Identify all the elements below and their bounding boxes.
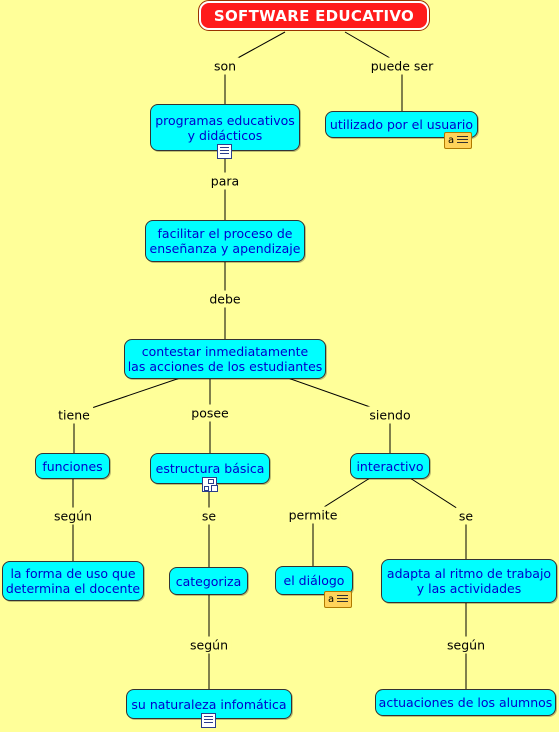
concept-forma-de-uso[interactable]: la forma de uso que determina el docente (2, 561, 144, 601)
root-concept-title[interactable]: SOFTWARE EDUCATIVO (198, 0, 430, 31)
link-para: para (207, 172, 243, 190)
concept-adapta-ritmo[interactable]: adapta al ritmo de trabajo y las activid… (381, 559, 557, 603)
link-segun-funciones: según (51, 507, 95, 525)
concept-facilitar-proceso[interactable]: facilitar el proceso de enseñanza y apen… (145, 220, 305, 262)
concept-funciones[interactable]: funciones (35, 453, 110, 479)
link-permite: permite (285, 506, 341, 524)
note-icon-glyph: a (448, 135, 455, 146)
link-se-interactivo: se (455, 507, 477, 525)
link-son: son (210, 57, 240, 75)
link-segun-adapta: según (444, 636, 488, 654)
link-siendo: siendo (366, 406, 414, 424)
note-icon[interactable]: a (444, 132, 472, 149)
note-icon[interactable]: a (324, 591, 352, 608)
concept-actuaciones-alumnos[interactable]: actuaciones de los alumnos (375, 689, 556, 716)
link-debe: debe (206, 290, 244, 308)
concept-el-dialogo[interactable]: el diálogo (275, 566, 353, 595)
link-posee: posee (188, 404, 232, 422)
link-se-estructura: se (198, 507, 220, 525)
link-puede-ser: puede ser (367, 57, 437, 75)
document-icon[interactable] (217, 144, 232, 159)
concept-map-icon[interactable] (202, 477, 217, 492)
note-icon-glyph: a (328, 594, 335, 605)
concept-utilizado-por-usuario[interactable]: utilizado por el usuario (325, 111, 478, 138)
link-segun-categoriza: según (187, 636, 231, 654)
link-tiene: tiene (55, 406, 93, 424)
concept-categoriza[interactable]: categoriza (169, 567, 248, 595)
concept-interactivo[interactable]: interactivo (350, 453, 430, 479)
document-icon[interactable] (201, 713, 216, 728)
concept-contestar-acciones[interactable]: contestar inmediatamente las acciones de… (124, 339, 326, 379)
